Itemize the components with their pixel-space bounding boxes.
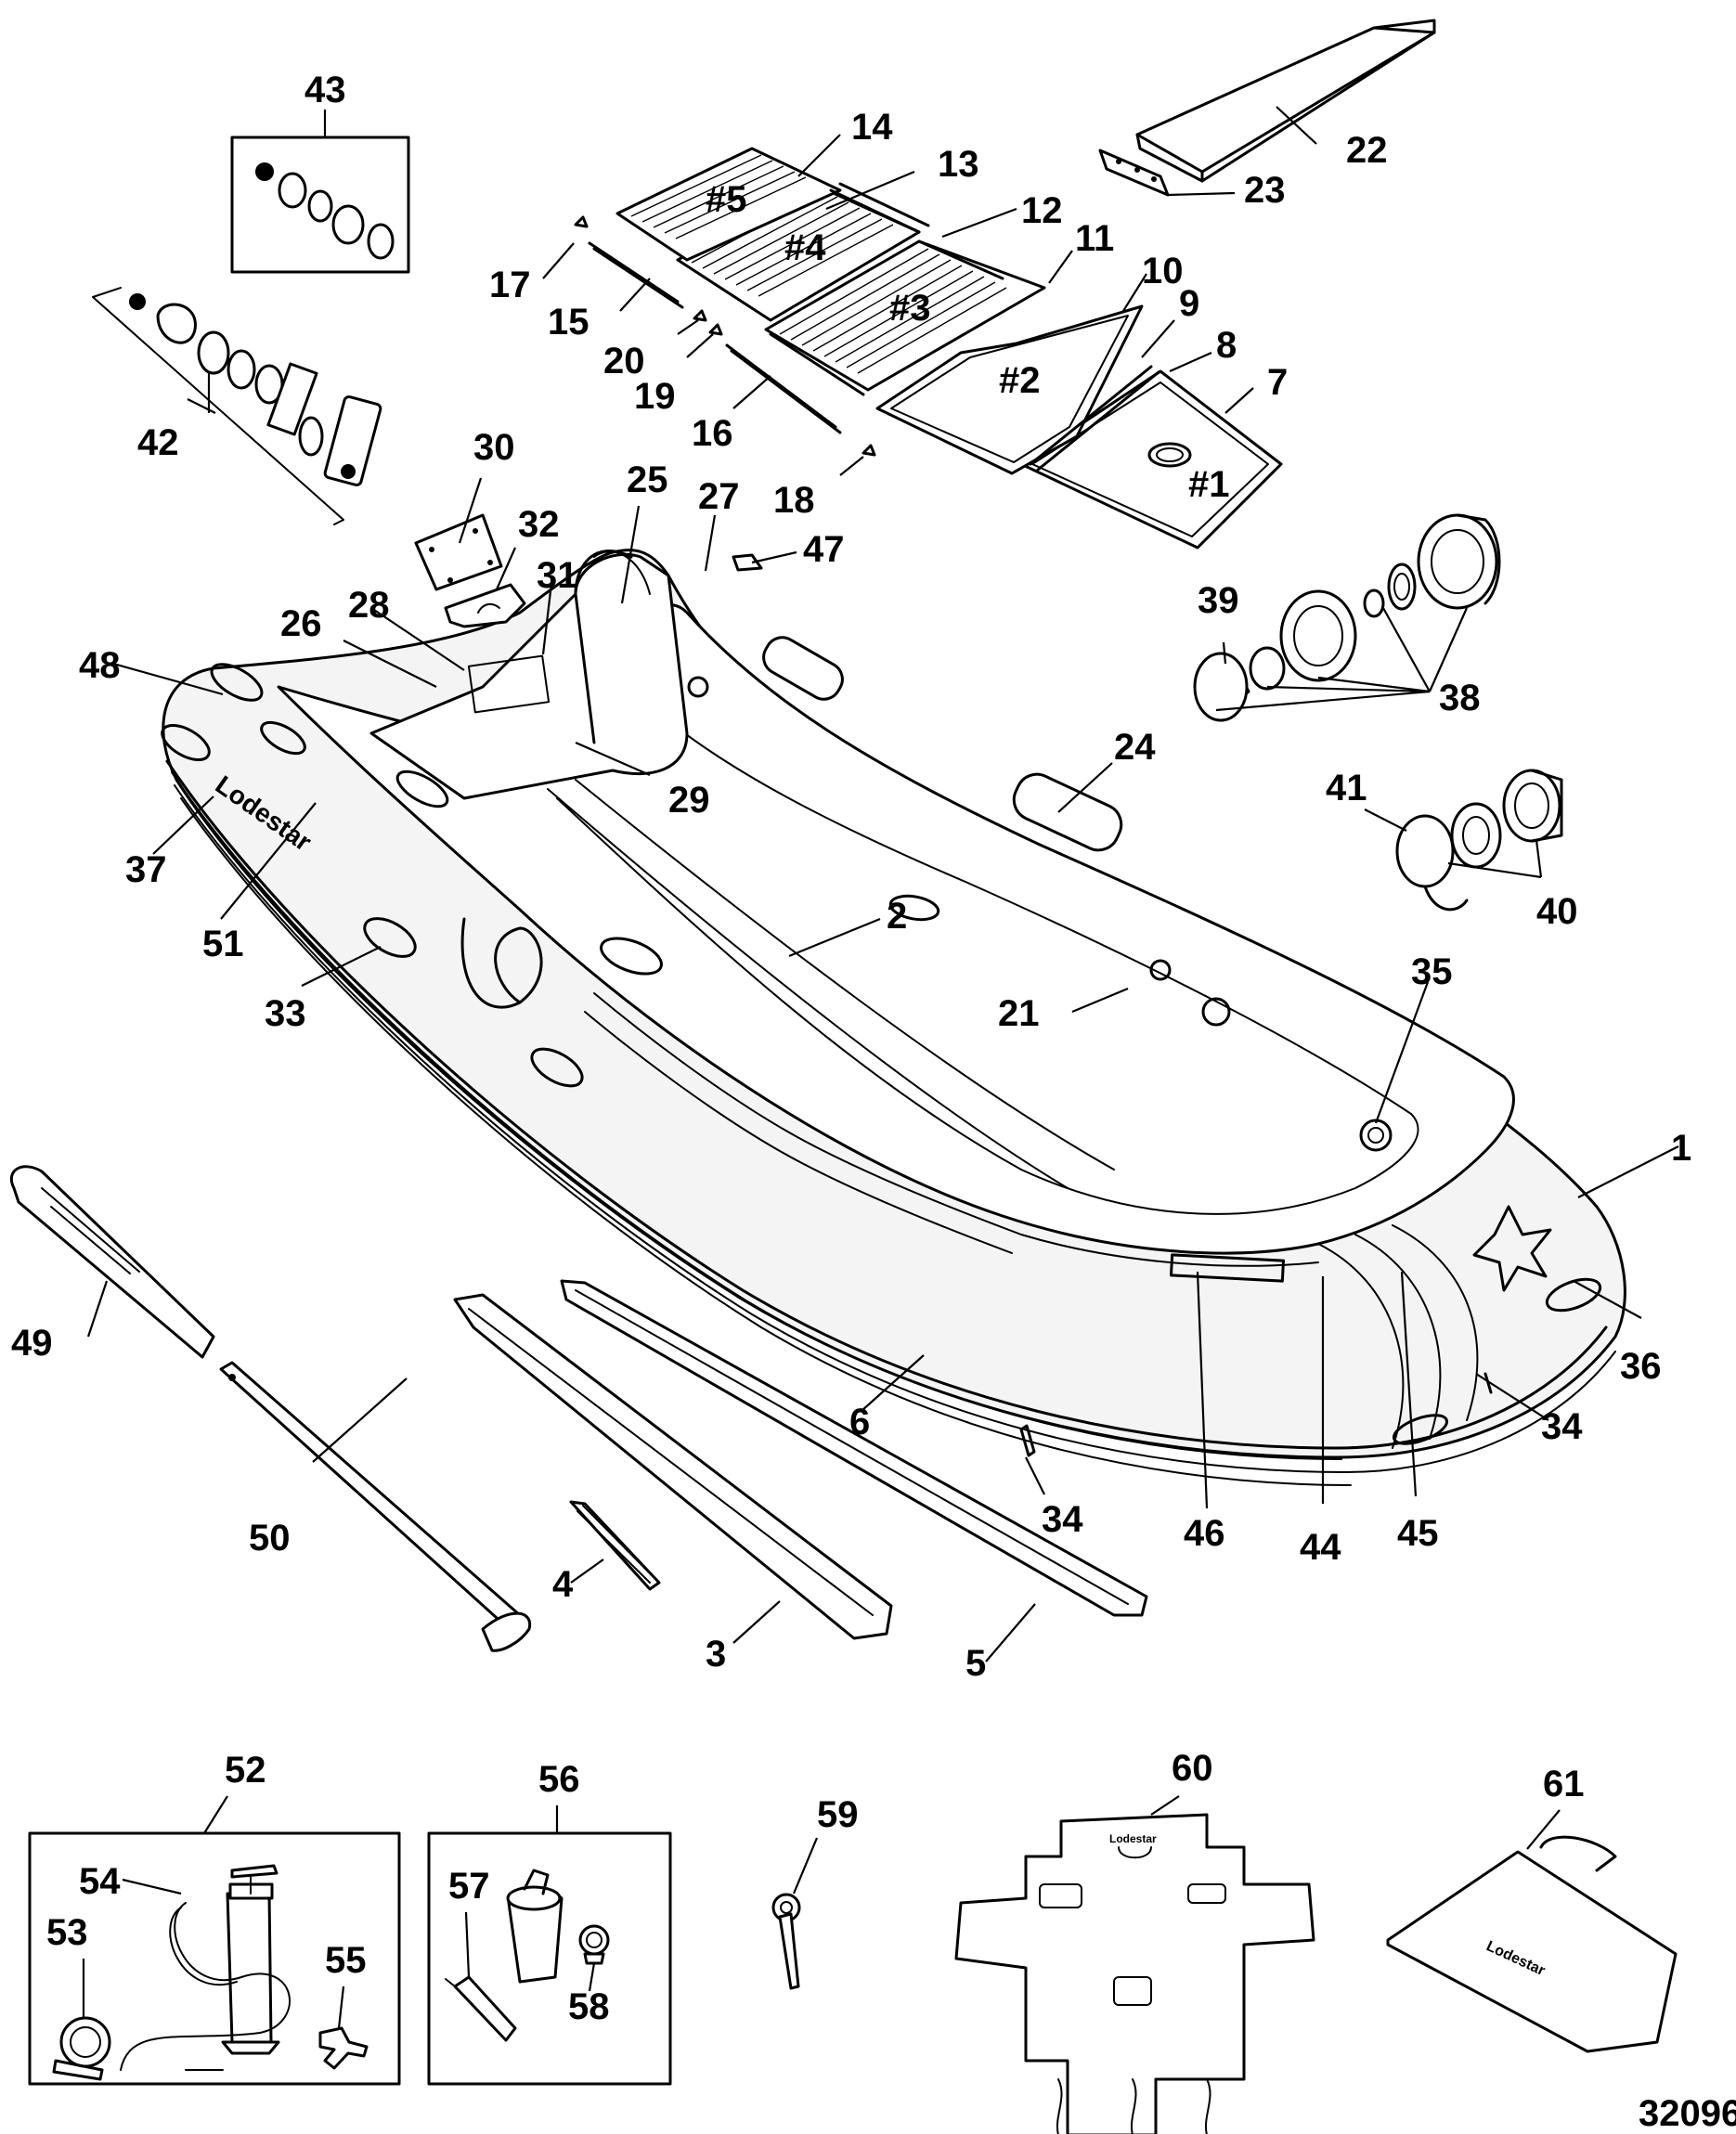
callout-34: 34 [1042,1499,1083,1540]
floor-clips [574,215,876,457]
callout-48: 48 [79,645,121,686]
pump-kit-box [28,1831,401,2086]
callout-24: 24 [1114,727,1156,768]
callout-60: 60 [1172,1748,1213,1789]
o-ring-kit-box [230,136,410,274]
callout-17: 17 [489,265,531,305]
inflatable-boat-hull: Lodestar [161,549,1626,1486]
callout-43: 43 [304,70,346,110]
floor-panel-5-label: #5 [706,179,747,220]
callout-16: 16 [692,413,733,454]
floor-stringers [588,182,1004,434]
callout-18: 18 [773,480,815,521]
callout-26: 26 [280,603,322,644]
valve-parts-kit [92,287,382,525]
callout-12: 12 [1021,190,1063,231]
callout-5: 5 [965,1643,986,1684]
callout-19: 19 [634,376,676,417]
floor-panel-2: #2 [875,304,1160,475]
callout-35: 35 [1411,951,1453,992]
callout-41: 41 [1326,768,1367,808]
callout-1: 1 [1671,1128,1691,1169]
callout-3: 3 [706,1634,726,1675]
callout-14: 14 [851,107,893,148]
callout-32: 32 [518,504,560,545]
callout-23: 23 [1244,170,1286,211]
callout-42: 42 [137,422,179,463]
callout-25: 25 [627,459,668,500]
callout-58: 58 [568,1986,610,2027]
transom-wedge [444,583,526,628]
callout-7: 7 [1267,362,1288,403]
callout-9: 9 [1179,283,1199,324]
oar-shaft [219,1361,532,1652]
keel-strip-5 [560,1279,1148,1617]
callout-53: 53 [46,1912,88,1953]
callout-8: 8 [1216,325,1237,366]
callout-49: 49 [11,1323,53,1364]
oar-blade [9,1165,215,1359]
callout-46: 46 [1184,1513,1225,1554]
callout-56: 56 [538,1759,580,1800]
callout-51: 51 [202,924,244,964]
repair-kit-box [427,1831,672,2086]
callout-40: 40 [1536,891,1578,932]
callout-31: 31 [537,555,578,596]
callout-15: 15 [548,302,589,343]
floor-panel-4-label: #4 [784,227,826,268]
boat-cover: Lodestar [954,1813,1315,2134]
callout-47: 47 [803,529,845,570]
callout-leaders [82,106,1679,2029]
callout-59: 59 [817,1794,859,1835]
callout-50: 50 [249,1518,291,1558]
callout-10: 10 [1142,251,1184,291]
callout-33: 33 [265,993,306,1034]
floor-panel-1: #1 [1019,369,1283,550]
callout-21: 21 [998,993,1040,1034]
figure-id: 32096 [1639,2093,1736,2134]
drain-valve-assembly [1395,769,1563,912]
callout-44: 44 [1300,1527,1341,1568]
storage-bag: Lodestar [1386,1835,1678,2053]
callout-39: 39 [1198,580,1239,621]
seat-bench [1135,19,1436,183]
floor-panel-1-label: #1 [1188,464,1230,505]
callout-labels: 1 2 3 4 5 6 7 8 9 10 11 12 13 14 15 16 1… [11,70,1691,2027]
callout-29: 29 [668,780,710,821]
callout-27: 27 [698,476,740,517]
callout-61: 61 [1543,1764,1585,1804]
valve-wrench [771,1893,801,1990]
callout-30: 30 [473,427,515,468]
trim-strip [732,553,763,572]
callout-4: 4 [552,1564,574,1605]
floor-panel-5: #5 [615,147,842,262]
callout-13: 13 [938,144,979,185]
callout-57: 57 [448,1866,490,1907]
cover-brand-lettering: Lodestar [1109,1832,1157,1845]
transom-plate [414,513,503,591]
callout-34b: 34 [1541,1406,1583,1447]
floor-panel-2-label: #2 [999,360,1041,401]
callout-22: 22 [1346,130,1388,171]
callout-20: 20 [603,341,645,382]
callout-2: 2 [887,896,907,937]
keel-strip-3 [453,1293,893,1640]
callout-28: 28 [348,585,390,626]
floor-panel-3-label: #3 [889,288,931,329]
callout-37: 37 [125,849,167,890]
callout-38: 38 [1439,678,1481,718]
skeg-fin-4 [569,1500,661,1591]
inflation-valve-assembly [1193,513,1501,722]
callout-52: 52 [225,1750,266,1791]
callout-36: 36 [1620,1346,1662,1387]
callout-11: 11 [1075,218,1114,259]
callout-54: 54 [79,1861,121,1902]
callout-45: 45 [1397,1513,1439,1554]
callout-6: 6 [849,1402,870,1442]
callout-55: 55 [325,1940,367,1981]
floor-panel-3: #3 [764,239,1046,396]
